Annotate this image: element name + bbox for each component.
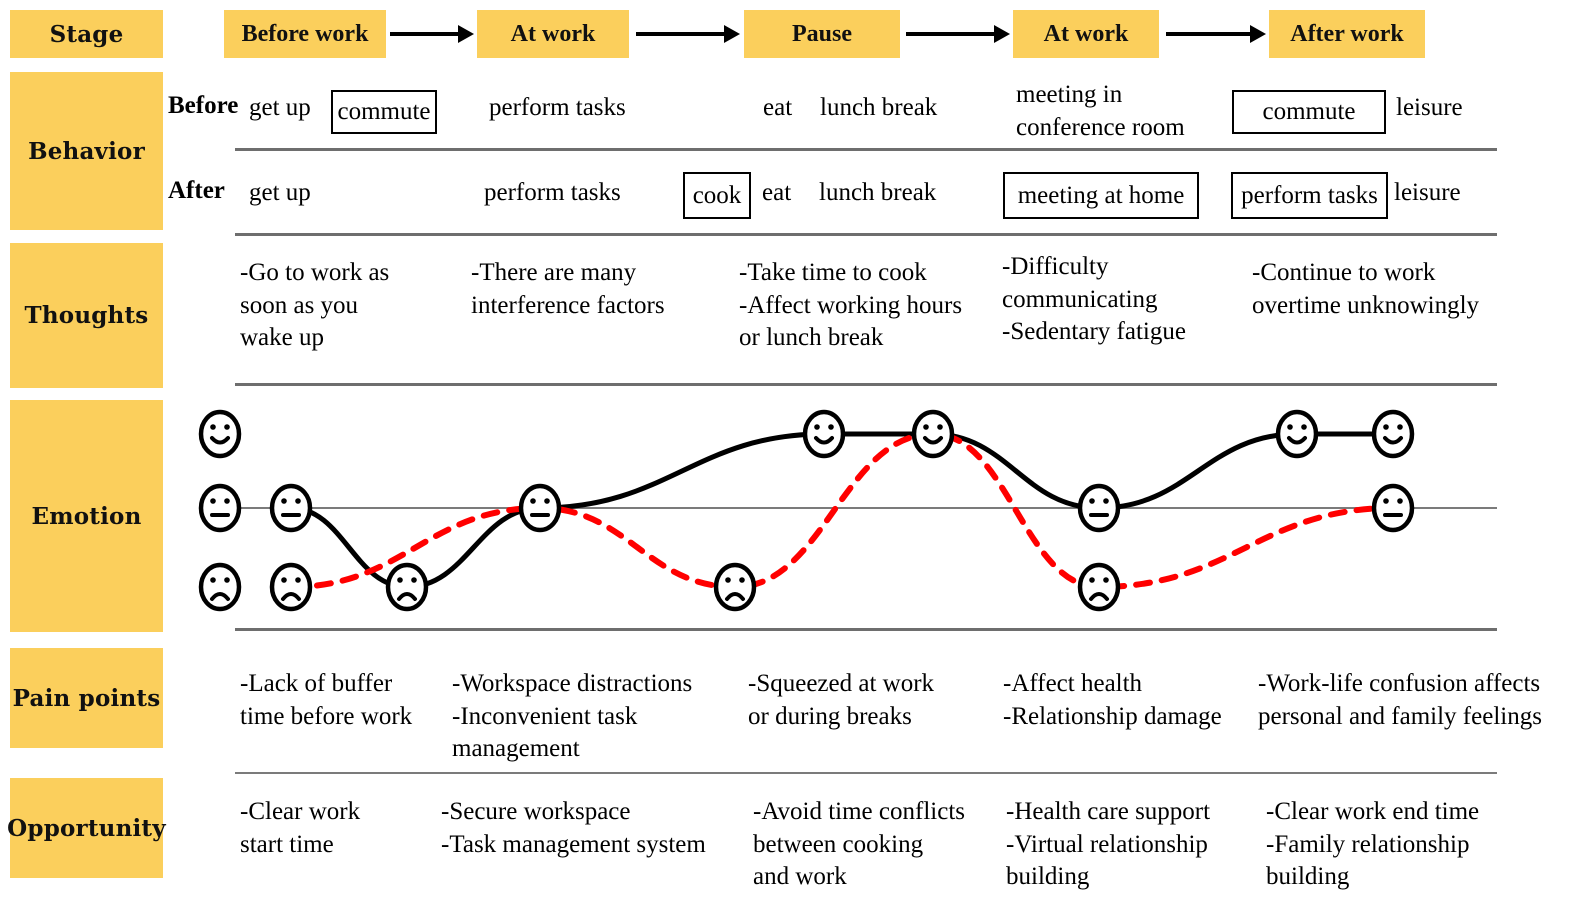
behavior-before-commute-box[interactable]: commute [331,90,437,134]
behavior-before-label: Before [168,92,239,119]
emotion-point-sad-face [269,562,313,612]
category-chip-stage: Stage [10,10,163,58]
behavior-before-commute: commute [337,98,431,125]
legend-sad-face [198,562,242,612]
behavior-after-leisure: leisure [1394,179,1461,206]
behavior-after-perform-tasks: perform tasks [1241,181,1378,209]
thoughts-at-work-2: -Difficulty communicating -Sedentary fat… [1002,253,1186,345]
emotion-point-sad-face [1077,562,1121,612]
behavior-after-cook-box[interactable]: cook [683,172,751,219]
thoughts-at-work-1: -There are many interference factors [471,259,665,319]
stage-chip-after-work[interactable]: After work [1269,10,1425,58]
category-label: Opportunity [7,814,166,842]
stage-label: At work [1043,20,1129,47]
emotion-point-happy-face [1371,409,1415,459]
category-chip-emotion: Emotion [10,400,163,632]
behavior-after-get-up: get up [249,179,311,206]
behavior-before-commute2: commute [1262,98,1356,125]
emotion-line-after [288,430,1396,591]
behavior-after-meeting-box[interactable]: meeting at home [1003,172,1199,219]
emotion-point-sad-face [385,562,429,612]
category-chip-pain-points: Pain points [10,648,163,748]
emotion-point-neutral-face [269,483,313,533]
stage-label: After work [1290,20,1404,47]
behavior-before-commute2-box[interactable]: commute [1232,90,1386,134]
pain-points-at-work-1: -Workspace distractions -Inconvenient ta… [452,670,693,762]
behavior-before-perform-tasks: perform tasks [489,94,626,121]
emotion-point-happy-face [802,409,846,459]
thoughts-bottom-divider [235,383,1497,386]
legend-neutral-face [198,483,242,533]
category-label: Emotion [31,502,142,530]
stage-chip-at-work-2[interactable]: At work [1013,10,1159,58]
category-label: Behavior [28,137,145,165]
pain-points-pause: -Squeezed at work or during breaks [748,670,935,730]
category-label: Thoughts [24,302,149,329]
stage-label: At work [510,20,596,47]
category-label: Pain points [12,684,161,712]
category-label: Stage [49,20,124,48]
stage-chip-pause[interactable]: Pause [744,10,900,58]
category-chip-behavior: Behavior [10,72,163,230]
stage-arrow-2-icon [636,24,740,44]
stage-chip-before-work[interactable]: Before work [224,10,386,58]
behavior-after-perform-tasks: perform tasks [484,179,621,206]
emotion-bottom-divider [235,628,1497,631]
behavior-before-eat: eat [763,94,793,121]
emotion-point-happy-face [911,409,955,459]
category-chip-thoughts: Thoughts [10,243,163,388]
behavior-after-cook: cook [692,181,742,209]
category-chip-opportunity: Opportunity [7,778,166,878]
pain-points-bottom-divider [235,772,1497,774]
behavior-after-perform-tasks-box[interactable]: perform tasks [1231,172,1388,219]
behavior-before-leisure: leisure [1396,94,1463,121]
emotion-point-sad-face [713,562,757,612]
emotion-point-happy-face [1275,409,1319,459]
behavior-after-lunch-break: lunch break [819,179,937,206]
behavior-after-label: After [168,177,225,204]
legend-happy-face [198,409,242,459]
behavior-after-meeting: meeting at home [1017,181,1185,209]
pain-points-after-work: -Work-life confusion affects personal an… [1258,670,1542,730]
behavior-after-eat: eat [762,179,792,206]
pain-points-before-work: -Lack of buffer time before work [240,670,413,730]
pain-points-at-work-2: -Affect health -Relationship damage [1003,670,1222,730]
emotion-line-before [288,431,1396,590]
stage-arrow-3-icon [906,24,1010,44]
stage-arrow-4-icon [1166,24,1266,44]
emotion-point-neutral-face [518,483,562,533]
opportunity-at-work-1: -Secure workspace -Task management syste… [441,798,706,858]
stage-label: Before work [241,20,369,47]
thoughts-after-work: -Continue to work overtime unknowingly [1252,259,1480,319]
behavior-before-get-up: get up [249,94,311,121]
opportunity-at-work-2: -Health care support -Virtual relationsh… [1006,798,1211,890]
stage-chip-at-work-1[interactable]: At work [477,10,629,58]
thoughts-pause: -Take time to cook -Affect working hours… [739,259,963,351]
thoughts-before-work: -Go to work as soon as you wake up [240,259,390,351]
stage-label: Pause [792,20,852,47]
opportunity-pause: -Avoid time conflicts between cooking an… [753,798,965,890]
behavior-divider [235,148,1497,151]
opportunity-after-work: -Clear work end time -Family relationshi… [1266,798,1480,890]
behavior-bottom-divider [235,233,1497,236]
emotion-point-neutral-face [1077,483,1121,533]
behavior-before-meeting: meeting in conference room [1016,81,1185,141]
behavior-before-lunch-break: lunch break [820,94,938,121]
emotion-point-neutral-face [1371,483,1415,533]
opportunity-before-work: -Clear work start time [240,798,361,858]
stage-arrow-1-icon [390,24,474,44]
